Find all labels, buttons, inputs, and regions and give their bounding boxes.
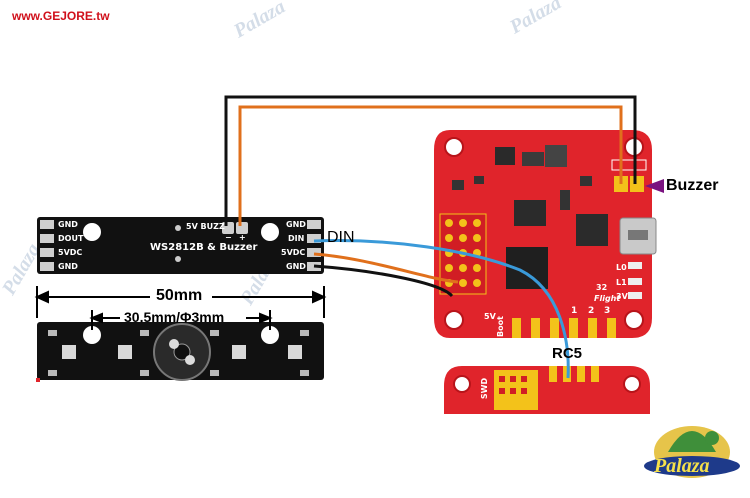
buzzer-arrow [645,179,664,193]
rc5-label: RC5 [552,345,583,362]
wire-blue-din [313,239,570,379]
fc-label-l1: L1 [616,278,627,287]
palaza-logo [644,426,740,478]
wire-orange-5v [313,252,459,284]
fc-label-32: 32 [596,283,608,292]
fc-label-5v: 5V [484,312,496,321]
fc-label-l0: L0 [616,263,627,272]
flight-controller-board-bottom [444,366,650,414]
led-pin-left-gnd: GND [58,220,78,229]
led-board [37,217,324,274]
wires [224,95,637,379]
led-pin-right-gnd2: GND [286,262,306,271]
palaza-logo-text: Palaza [654,455,710,477]
length-dimension: 50mm [156,287,203,304]
led-pin-left-5vdc: 5VDC [58,248,83,257]
led-board-components [36,322,324,382]
buzzer-label: Buzzer [666,177,719,194]
fc-port-1: 1 [571,306,578,316]
buzz-plus: + [239,233,246,242]
fc-port-2: 2 [588,306,595,316]
led-pin-left-gnd2: GND [58,262,78,271]
led-board-title: WS2812B & Buzzer [150,242,258,253]
buzz-label: 5V BUZZ [186,222,225,231]
fc-label-3v: 3V [616,292,628,301]
wire-black-gnd [313,264,454,298]
site-url: www.GEJORE.tw [12,9,110,23]
led-pin-right-5vdc: 5VDC [281,248,306,257]
led-pin-right-din: DIN [288,234,305,243]
din-label: DIN [327,229,355,246]
led-pin-left-dout: DOUT [58,234,84,243]
dimension-lines [34,286,327,330]
fc-port-3: 3 [604,306,611,316]
flight-controller-board [434,130,657,338]
wire-orange-buzzer [238,105,623,226]
led-pin-right-gnd: GND [286,220,306,229]
hole-dimension: 30.5mm/Φ3mm [124,309,225,325]
wire-black-buzzer [224,95,637,226]
fc-brand: Flight [594,294,621,303]
fc-label-swd: SWD [480,377,490,400]
buzz-minus: − [225,233,232,242]
fc-label-boot: Boot [495,316,505,337]
